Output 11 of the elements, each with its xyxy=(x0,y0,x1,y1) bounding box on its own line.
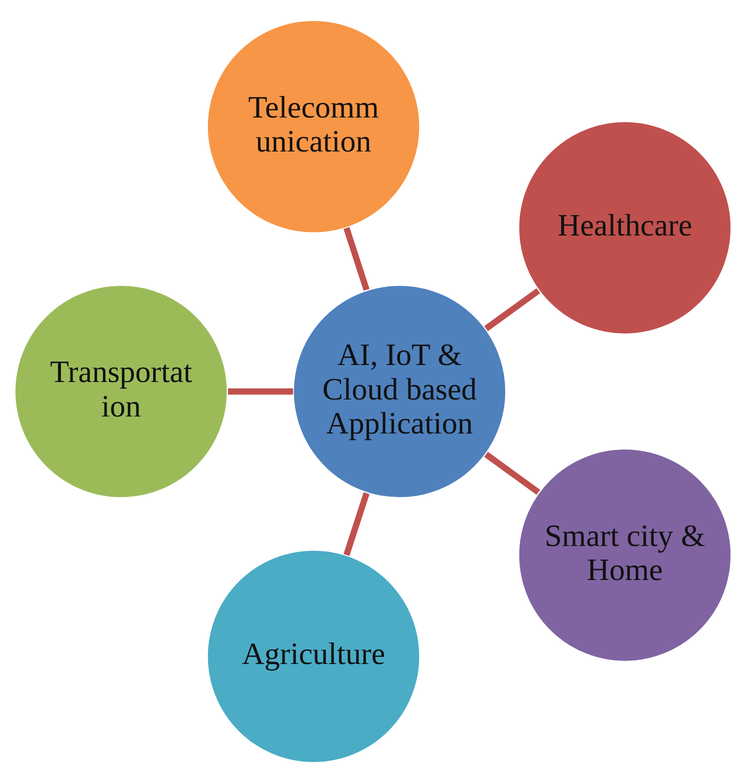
node-circle: Agriculture xyxy=(206,549,421,764)
node-circle: Healthcare xyxy=(518,120,732,336)
connector xyxy=(344,227,370,291)
connector xyxy=(484,288,540,332)
node-circle: AI, IoT & Cloud based Application xyxy=(292,284,507,499)
node-circle: Transportat ion xyxy=(14,284,228,499)
connector xyxy=(228,388,294,395)
node-circle: Telecomm unication xyxy=(206,19,421,234)
connector xyxy=(344,492,370,556)
connector xyxy=(484,452,540,495)
node-circle: Smart city & Home xyxy=(518,448,732,662)
